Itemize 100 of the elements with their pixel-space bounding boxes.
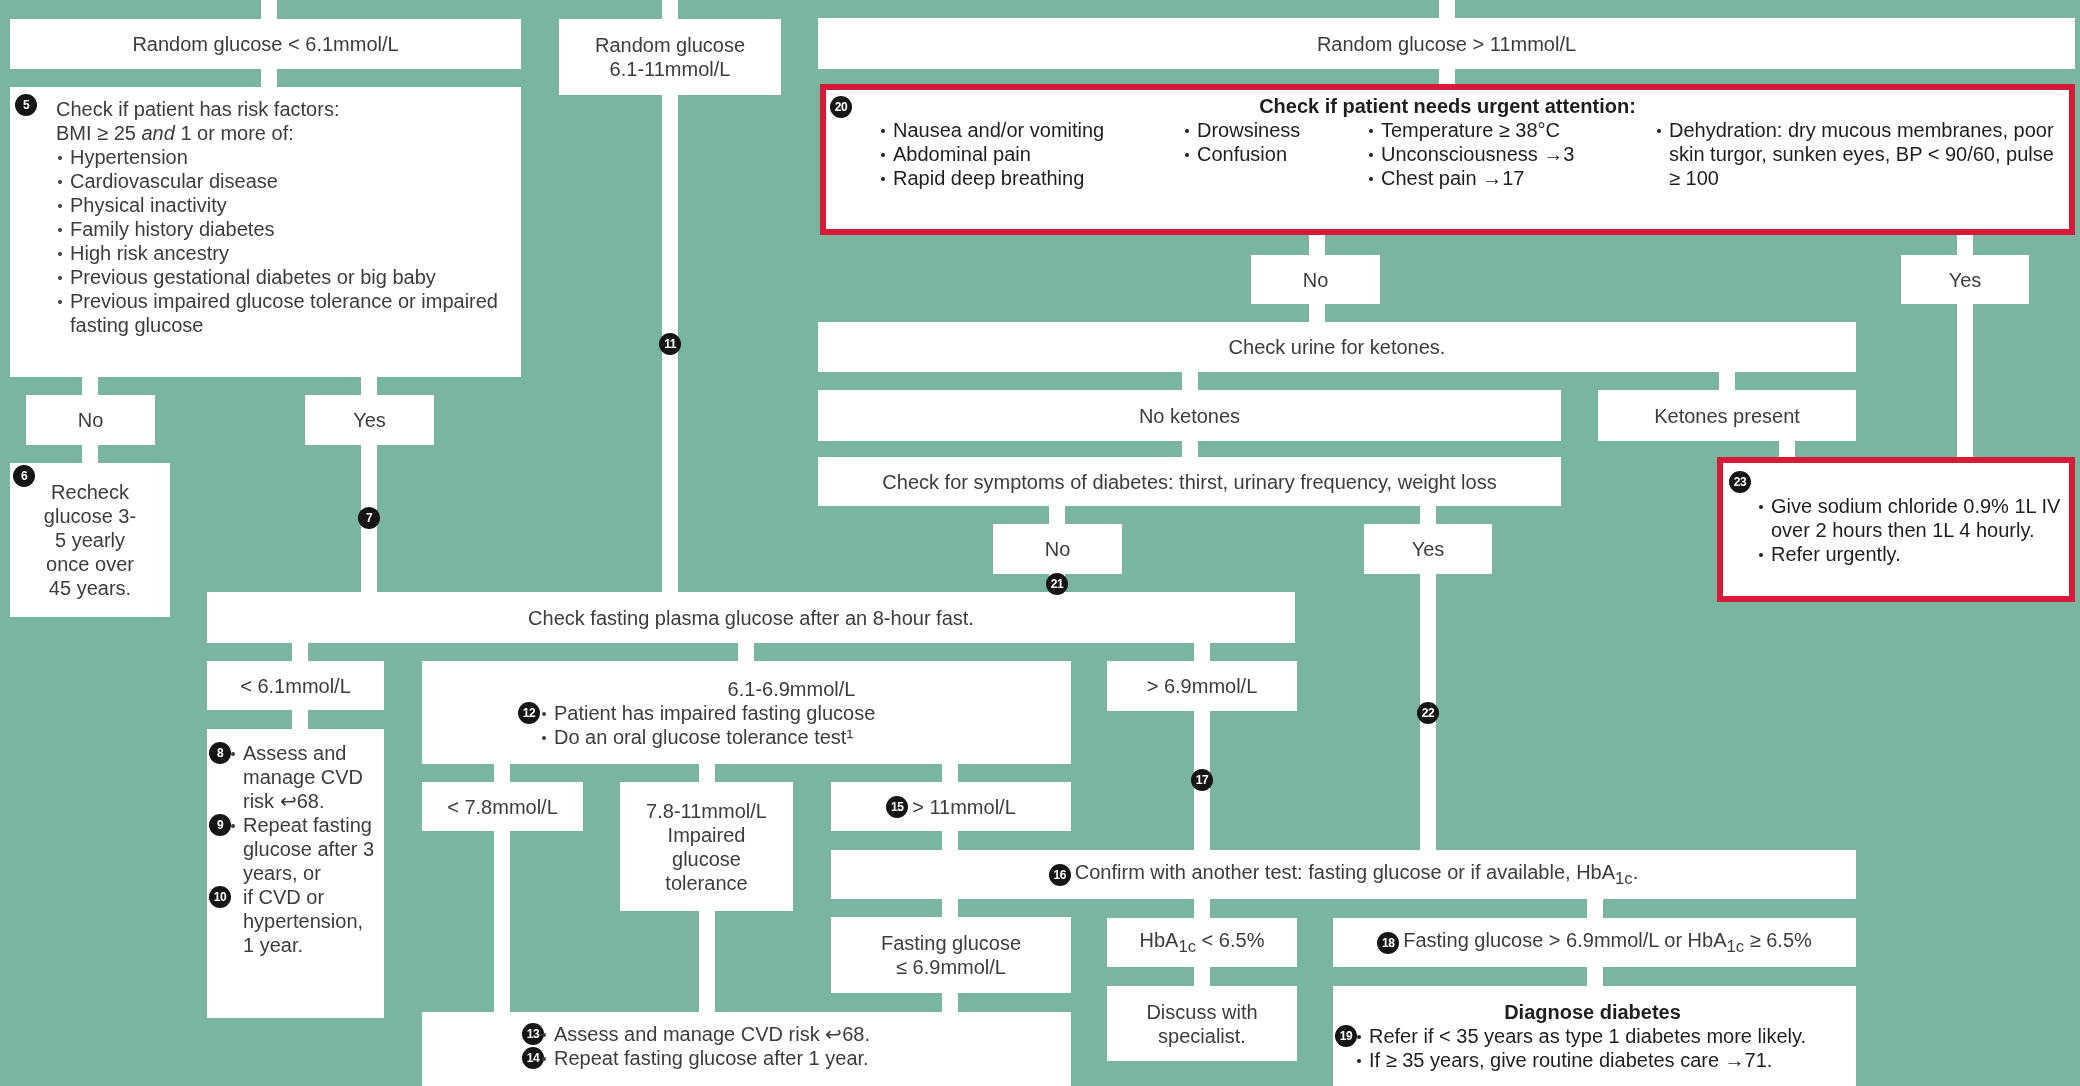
action-box <box>207 729 384 1018</box>
callout-number: 7 <box>358 507 380 529</box>
box-text: Yes <box>353 408 386 432</box>
callout-number: 14 <box>522 1047 544 1069</box>
action-box <box>1333 986 1856 1086</box>
connector-line <box>1420 506 1436 524</box>
box-text: Recheck glucose 3-5 yearly once over 45 years. <box>42 480 138 600</box>
condition-box <box>422 782 583 831</box>
action-box <box>422 1012 1071 1086</box>
box-text: Confirm with another test: fasting glucose or if available, HbA$_{1c}$. <box>1074 860 1639 889</box>
connector-line <box>1194 967 1210 986</box>
condition-box <box>831 917 1071 993</box>
callout-number: 21 <box>1046 573 1068 595</box>
box-text: No ketones <box>1138 403 1241 428</box>
callout-number: 12 <box>518 701 540 724</box>
bullet-item: Nausea and/or vomiting <box>879 118 1183 142</box>
box-text: Random glucose > 11mmol/L <box>1316 31 1577 56</box>
connector-line <box>1049 506 1065 524</box>
callout-number: 9 <box>209 814 231 836</box>
bullet-item: High risk ancestry <box>56 241 515 265</box>
connector-line <box>1194 899 1210 918</box>
connector-line <box>699 911 715 1012</box>
option-box <box>1364 524 1492 574</box>
box-text: Yes <box>1411 537 1445 561</box>
box-text: Fasting glucose ≤ 6.9mmol/L <box>879 931 1023 979</box>
callout-number: 8 <box>209 742 231 764</box>
bullet-item: Previous impaired glucose tolerance or impaired fasting glucose <box>56 289 515 337</box>
action-box <box>10 463 170 617</box>
connector-line <box>662 95 678 592</box>
callout-number: 18 <box>1377 931 1400 954</box>
connector-line <box>1587 967 1603 986</box>
connector-line <box>494 831 510 1012</box>
bullet-item: Assess and manage CVD risk ↩68. <box>229 741 378 813</box>
connector-line <box>1182 441 1198 457</box>
question-box <box>207 592 1295 643</box>
connector-line <box>942 993 958 1012</box>
connector-line <box>942 899 958 917</box>
connector-line <box>1439 0 1455 18</box>
bullet-item: Drowsiness <box>1183 118 1367 142</box>
callout-number: 10 <box>209 886 231 908</box>
callout-number: 17 <box>1191 769 1213 791</box>
connector-line <box>1587 899 1603 918</box>
warning-box <box>1717 457 2075 602</box>
connector-line <box>1309 304 1325 322</box>
option-box <box>1251 255 1380 304</box>
condition-box <box>1107 918 1297 967</box>
question-box <box>818 457 1561 506</box>
connector-line <box>82 377 98 395</box>
option-box <box>305 395 434 445</box>
option-box <box>818 390 1561 441</box>
connector-line <box>1439 69 1455 84</box>
box-heading: Diagnose diabetes <box>1503 1000 1682 1024</box>
connector-line <box>292 643 308 661</box>
bullet-item: Family history diabetes <box>56 217 515 241</box>
connector-line <box>1957 235 1973 255</box>
question-box <box>10 87 521 377</box>
box-text: > 11mmol/L <box>912 794 1016 819</box>
bullet-item: Dehydration: dry mucous membranes, poor skin turgor, sunken eyes, BP < 90/60, pulse ≥ 100 <box>1655 118 2055 190</box>
condition-box <box>831 782 1071 831</box>
question-box <box>818 322 1856 372</box>
bullet-item: Refer if < 35 years as type 1 diabetes more likely. <box>1355 1024 1850 1048</box>
connector-line <box>1420 574 1436 850</box>
bullet-item: Cardiovascular disease <box>56 169 515 193</box>
bullet-item: Refer urgently. <box>1757 541 2063 566</box>
box-text: No <box>1044 537 1071 561</box>
box-text: Discuss with specialist. <box>1145 999 1259 1048</box>
callout-number: 16 <box>1048 863 1071 886</box>
callout-number: 13 <box>522 1023 544 1045</box>
box-text: Check urine for ketones. <box>1228 335 1446 359</box>
callout-number: 20 <box>830 96 852 118</box>
option-box <box>993 524 1122 574</box>
connector-line <box>261 0 277 19</box>
callout-number: 5 <box>15 94 37 116</box>
bullet-item: Confusion <box>1183 142 1367 166</box>
connector-line <box>82 445 98 463</box>
connector-line <box>1194 643 1210 661</box>
connector-line <box>662 0 678 19</box>
bullet-item: Give sodium chloride 0.9% 1L IV over 2 hours then 1L 4 hourly. <box>1757 493 2063 542</box>
bullet-item: Temperature ≥ 38°C <box>1367 118 1655 142</box>
connector-line <box>699 764 715 782</box>
question-box <box>831 850 1856 899</box>
condition-box <box>1107 661 1297 711</box>
bullet-item: If ≥ 35 years, give routine diabetes care →71. <box>1355 1048 1850 1072</box>
connector-line <box>261 69 277 87</box>
condition-box <box>10 19 521 69</box>
box-text: Random glucose < 6.1mmol/L <box>132 32 399 56</box>
condition-box <box>1333 918 1856 967</box>
callout-number: 23 <box>1729 471 1751 493</box>
box-text: Yes <box>1948 267 1982 292</box>
box-text: Check if patient has risk factors: <box>56 97 341 121</box>
box-text: Random glucose 6.1-11mmol/L <box>593 33 747 81</box>
bullet-item: Abdominal pain <box>879 142 1183 166</box>
connector-line <box>942 831 958 850</box>
connector-line <box>942 764 958 782</box>
warning-box <box>820 84 2075 235</box>
bullet-item: Patient has impaired fasting glucose <box>540 700 1065 725</box>
bullet-item: Previous gestational diabetes or big baby <box>56 265 515 289</box>
connector-line <box>361 445 377 592</box>
box-text: No <box>1302 267 1329 292</box>
option-box <box>26 395 155 445</box>
